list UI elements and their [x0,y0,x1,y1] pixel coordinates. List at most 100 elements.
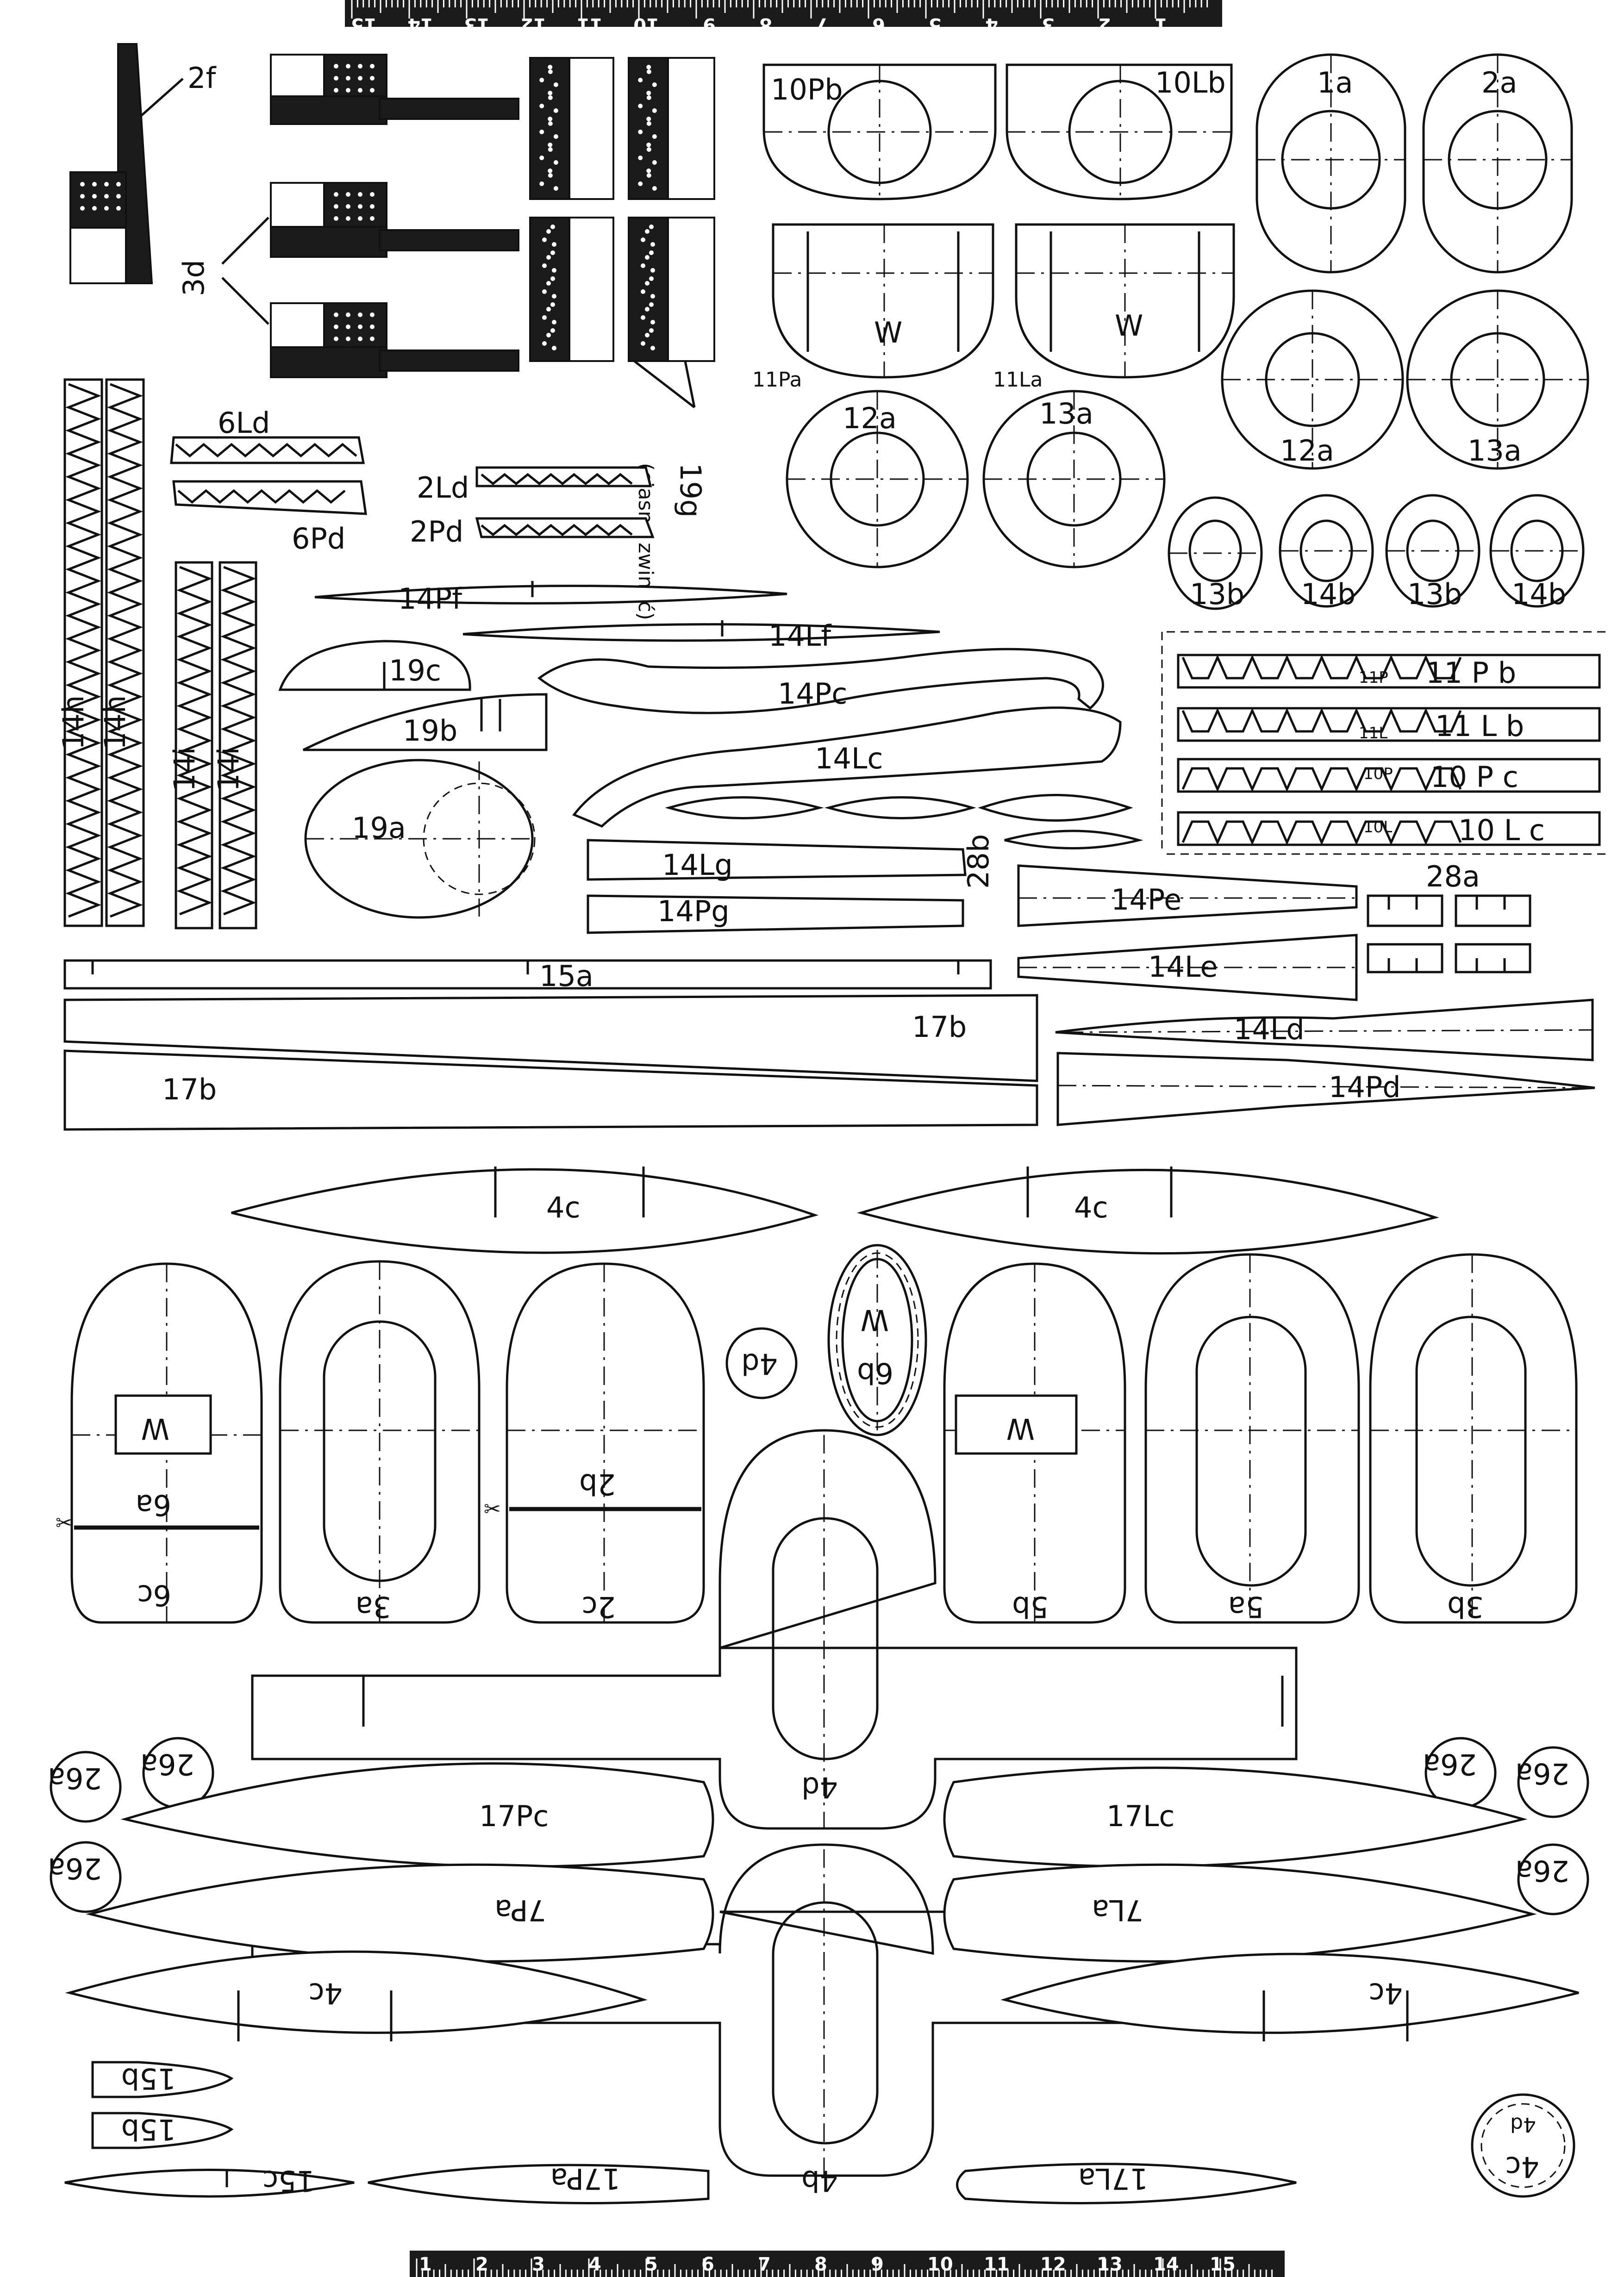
part-14Le: 14Le [1017,934,1358,1001]
part-4c-disc: 4d 4c [1471,2093,1575,2198]
label-11La: 11La [993,368,1043,392]
label-13b-2: 13b [1407,577,1462,611]
label-15b-lower: 15b [121,2113,176,2146]
part-2a: 2a [1422,53,1573,274]
top-ruler-number: 3 [1042,14,1055,35]
part-2f: 2f [69,43,217,284]
part-6Ld: 6Ld [170,406,365,464]
part-17La: 17La [956,2162,1297,2204]
bottom-ruler-number: 7 [758,2254,771,2275]
label-4d-disc: 4d [741,1347,778,1381]
part-4c-lower-left: 4c [65,1950,648,2041]
part-28b: 28b [665,794,1143,889]
zigzag-fold-line [176,566,212,916]
label-4d-upper: 4d [801,1771,838,1804]
part-17Lc: 17Lc [943,1766,1528,1868]
part-13b-2: 13b [1385,494,1480,611]
bottom-ruler-number: 14 [1153,2254,1179,2275]
part-19g-strips: 19g (ciasno zwinąć) [80,57,715,620]
label-17Pa: 17Pa [550,2162,621,2196]
part-4d-upper: 4d [251,1429,1298,1830]
top-ruler-number: 9 [703,14,716,35]
part-7La: 7La [943,1863,1537,1963]
part-19c: 19c [278,640,471,691]
label-4c-upper-left: 4c [546,1191,581,1224]
label-10P-tab: 10P [1363,765,1393,783]
part-10Lb: 10Lb [1006,63,1233,200]
scissors-icon-1: ✂ [56,1511,73,1535]
top-ruler-number: 12 [520,14,546,35]
label-4c-lower-left: 4c [308,1977,343,2010]
label-26a-4: 26a [1423,1747,1477,1781]
part-5b: W 5b [943,1262,1126,1624]
label-2a: 2a [1481,66,1517,100]
part-15b-upper: 15b [91,2061,234,2098]
label-26a-6: 26a [1515,1854,1569,1888]
part-11La: W 11La [993,223,1235,392]
label-6b-w: W [861,1303,889,1337]
bottom-ruler-number: 13 [1097,2254,1123,2275]
part-13b-1: 13b [1168,496,1263,611]
label-14Ld: 14Ld [1234,1012,1305,1046]
label-15c: 15c [262,2164,315,2198]
part-4c-upper-left: 4c [231,1167,819,1254]
top-ruler-number: 5 [929,14,942,35]
label-14h-1: 14h [56,695,90,750]
label-26a-3: 26a [48,1852,102,1885]
label-14Lg: 14Lg [662,848,733,882]
top-ruler-number: 1 [1155,14,1168,35]
label-5b-w: W [1006,1412,1035,1446]
label-4c-disc-4d: 4d [1510,2113,1536,2136]
label-11Pa-w: W [874,316,902,349]
scissors-icon-2: ✂ [484,1497,501,1521]
part-14Pc: 14Pc [537,648,1104,714]
label-19b: 19b [403,714,457,748]
label-10Lc: 10 L c [1458,813,1545,847]
bottom-ruler-number: 15 [1210,2254,1236,2275]
label-10Lb: 10Lb [1155,66,1226,100]
part-17Pc: 17Pc [120,1762,714,1868]
part-17b-lower: 17b [63,1049,1038,1131]
zigzag-fold-line [65,383,101,918]
bottom-ruler-number: 10 [927,2254,953,2275]
label-11La-w: W [1115,309,1143,343]
part-3a: 3a [279,1260,481,1624]
part-6a-6c: W 6a 6c ✂ [56,1262,263,1624]
zigzag-fold-line [220,566,256,916]
label-2Pd: 2Pd [410,515,463,549]
label-14Lf: 14Lf [768,619,832,653]
label-14Pc: 14Pc [778,677,847,711]
label-5b: 5b [1012,1590,1049,1624]
label-26a-2: 26a [140,1747,194,1781]
label-12a-right: 12a [1280,434,1334,468]
part-2Ld: 2Ld [417,466,652,505]
top-ruler-number: 7 [816,14,829,35]
part-11Pa: W 11Pa [752,223,994,392]
label-6a-w: W [141,1412,169,1446]
label-11Pb: 11 P b [1426,656,1516,690]
part-12a-left: 12a [786,390,969,568]
part-10Pc: 10P 10 P c [1177,758,1601,794]
part-2b-2c: 2b 2c ✂ [484,1262,705,1624]
label-6Ld: 6Ld [218,406,270,440]
label-6Pd: 6Pd [292,522,345,555]
label-11Pa: 11Pa [752,368,802,392]
part-3d-upper [270,54,519,125]
label-6c: 6c [137,1578,171,1612]
label-17La: 17La [1078,2162,1148,2196]
label-17Lc: 17Lc [1106,1799,1175,1833]
zigzag-fold-line [107,383,143,918]
label-3d: 3d [177,260,211,296]
label-1a: 1a [1317,66,1353,100]
label-14h-2: 14h [98,695,132,750]
label-3a: 3a [356,1590,391,1624]
label-2b: 2b [579,1467,616,1501]
label-11Lb: 11 L b [1435,709,1524,743]
label-13a-right: 13a [1468,434,1522,468]
part-14Lg: 14Lg [587,839,967,882]
top-ruler-number: 15 [351,14,377,35]
label-6a: 6a [136,1488,171,1522]
label-4b: 4b [801,2164,838,2198]
top-ruler-number: 13 [464,14,490,35]
